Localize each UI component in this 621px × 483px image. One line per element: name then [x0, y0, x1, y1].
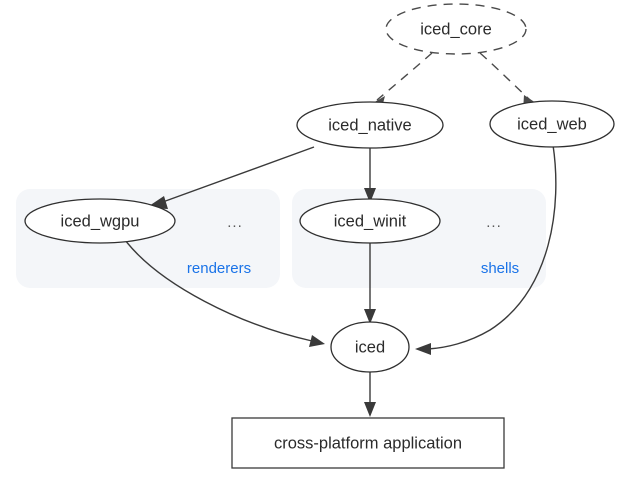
node-iced-core-label: iced_core — [420, 20, 492, 38]
edge-iced-winit-to-iced — [364, 243, 376, 324]
node-iced-core[interactable]: iced_core — [385, 3, 527, 55]
node-iced-shape — [330, 321, 410, 373]
node-iced-native[interactable]: iced_native — [296, 101, 444, 149]
node-iced-native-shape — [296, 101, 444, 149]
cluster-shells-label: shells — [481, 260, 519, 277]
node-iced-winit-label: iced_winit — [334, 212, 407, 230]
node-application[interactable]: cross-platform application — [231, 417, 505, 469]
node-iced-native-label: iced_native — [328, 116, 411, 134]
node-iced-web[interactable]: iced_web — [489, 100, 615, 148]
node-iced-wgpu-label: iced_wgpu — [61, 212, 140, 230]
node-iced-wgpu[interactable]: iced_wgpu — [24, 198, 176, 244]
edge-iced-web-to-iced — [415, 144, 557, 355]
node-application-shape — [231, 417, 505, 469]
cluster-shells-ellipsis: ... — [486, 214, 502, 231]
node-iced-winit[interactable]: iced_winit — [299, 198, 441, 244]
node-iced[interactable]: iced — [330, 321, 410, 373]
cluster-renderers-ellipsis: ... — [227, 214, 243, 231]
edge-iced-native-to-iced-winit — [364, 147, 376, 203]
cluster-renderers-label: renderers — [187, 260, 251, 277]
node-application-label: cross-platform application — [274, 434, 462, 452]
edge-iced-wgpu-to-iced — [124, 239, 325, 347]
node-iced-wgpu-shape — [24, 198, 176, 244]
node-iced-winit-shape — [299, 198, 441, 244]
node-iced-core-shape — [385, 3, 527, 55]
node-iced-label: iced — [355, 338, 385, 356]
node-iced-web-shape — [489, 100, 615, 148]
node-iced-web-label: iced_web — [517, 115, 587, 133]
edge-iced-to-application — [364, 372, 376, 417]
